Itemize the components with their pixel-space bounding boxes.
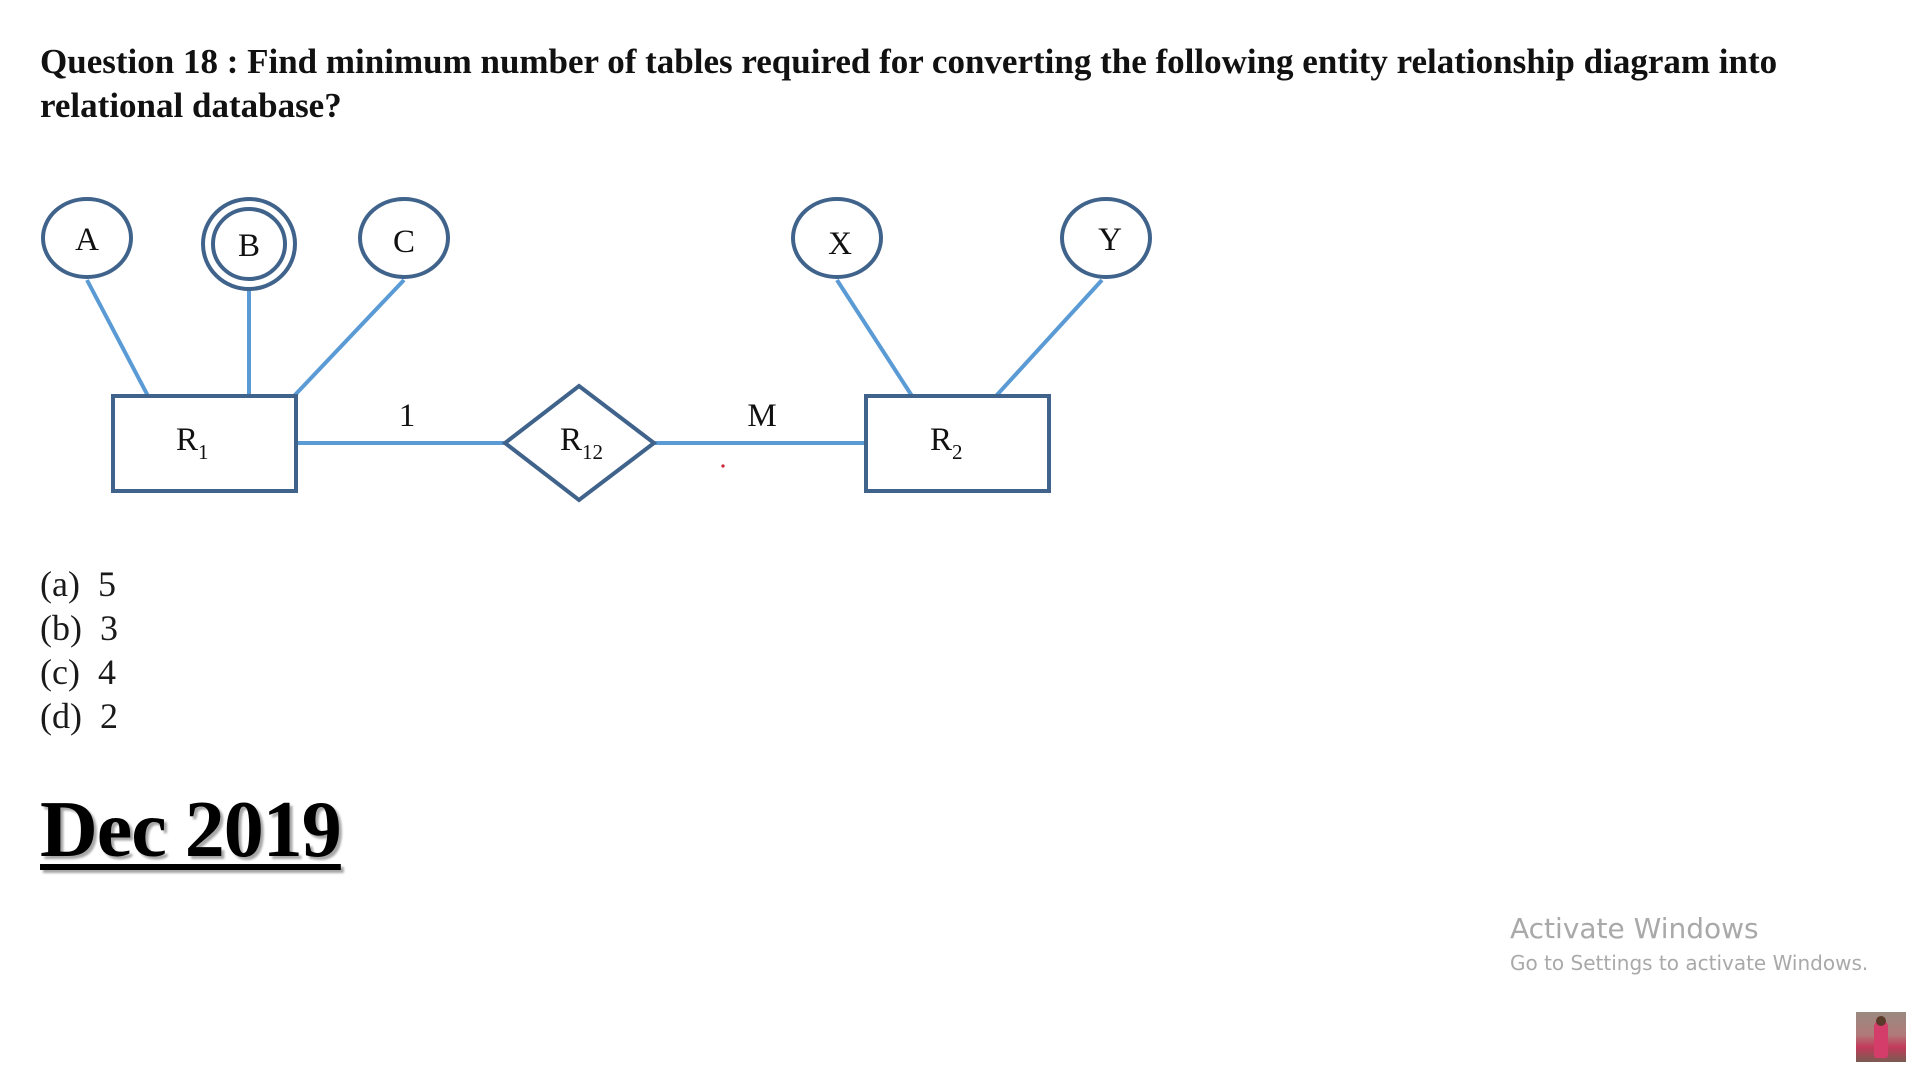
attribute-x: X — [791, 197, 883, 279]
stray-dot — [721, 464, 725, 468]
cardinality-m-label: M — [747, 398, 776, 434]
watermark-subtitle: Go to Settings to activate Windows. — [1510, 951, 1869, 975]
attribute-x-label: X — [828, 226, 852, 262]
entity-r1-label: R1 — [176, 422, 209, 464]
attribute-c: C — [358, 197, 450, 279]
activate-windows-watermark: Activate Windows Go to Settings to activ… — [1510, 910, 1868, 978]
line-a-r1 — [85, 279, 150, 397]
attribute-y-label: Y — [1098, 222, 1122, 258]
entity-r2: R2 — [864, 394, 1051, 493]
attribute-c-label: C — [393, 224, 415, 260]
option-d: (d) 2 — [40, 696, 118, 736]
attribute-b-label: B — [238, 228, 260, 264]
line-x-r2 — [835, 278, 914, 398]
attribute-b: B — [201, 197, 297, 291]
question-text: Question 18 : Find minimum number of tab… — [40, 42, 1778, 125]
attribute-y: Y — [1060, 197, 1152, 279]
presenter-figure — [1874, 1020, 1888, 1058]
watermark-title: Activate Windows — [1510, 912, 1759, 945]
exam-date-heading: Dec 2019 — [40, 786, 342, 874]
option-b: (b) 3 — [40, 608, 118, 648]
relationship-r12-label: R12 — [560, 422, 603, 464]
answer-options: (a) 5 (b) 3 (c) 4 (d) 2 — [40, 562, 118, 738]
relationship-r12: R12 — [501, 383, 658, 503]
option-a: (a) 5 — [40, 564, 116, 604]
cardinality-1-label: 1 — [399, 398, 416, 434]
option-c: (c) 4 — [40, 652, 116, 692]
attribute-a-label: A — [75, 222, 99, 258]
line-y-r2 — [994, 278, 1104, 398]
presenter-thumbnail — [1856, 1012, 1906, 1062]
presenter-head — [1876, 1016, 1886, 1026]
entity-r1: R1 — [111, 394, 298, 493]
entity-r2-label: R2 — [930, 422, 963, 464]
line-c-r1 — [292, 278, 406, 398]
attribute-a: A — [41, 197, 133, 279]
